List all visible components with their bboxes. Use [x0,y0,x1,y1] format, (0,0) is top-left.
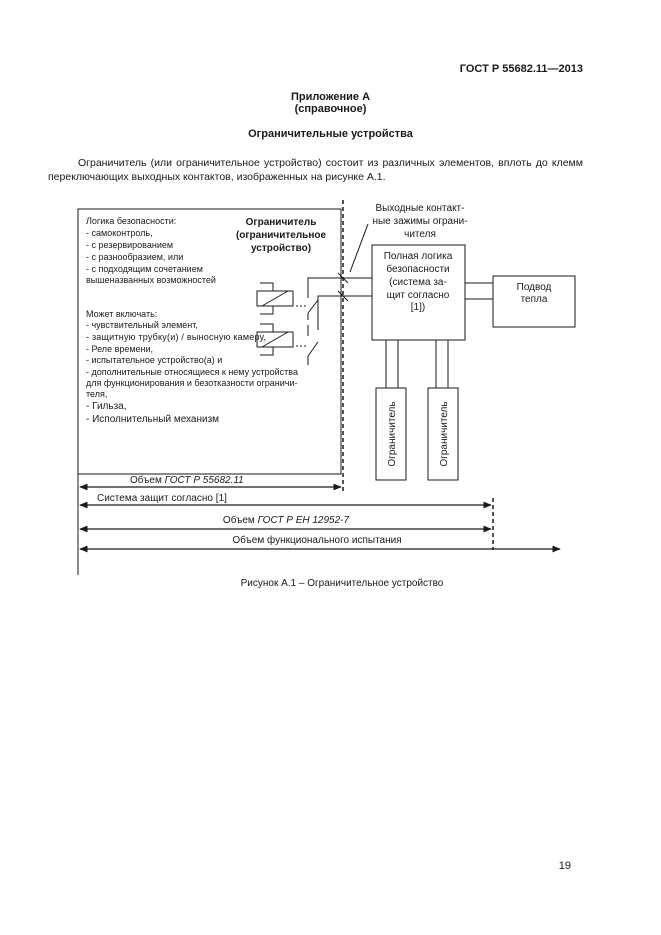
limiter-box-vertical-2 [427,387,459,481]
limiter-box-vertical-1 [375,387,407,481]
may-include-title: Может включать: [86,309,157,319]
intro-paragraph: Ограничитель (или ограничительное устрой… [48,157,583,183]
may-include-item: теля, [86,389,107,399]
contact-wire-upper [307,277,372,298]
may-include-item: для функционирования и безотказности огр… [86,378,298,388]
logic-item: - с разнообразием, или [86,252,183,262]
limiter-vertical-label-1: Ограничитель [387,401,398,466]
may-include-big-item: - Гильза, [86,401,127,412]
output-contacts-label: ные зажимы ограни- [372,216,467,227]
may-include-item: - испытательное устройство(а) и [86,355,222,365]
output-contacts-pointer [349,223,369,273]
heat-supply-box [492,275,576,328]
limiter-title: устройство) [251,243,311,254]
scope-label-2: Система защит согласно [1] [97,493,227,504]
relay-coil-upper [256,290,294,307]
appendix-subtitle: (справочное) [294,103,367,115]
relay-coil-lower [256,331,294,348]
output-contacts-label: Выходные контакт- [376,203,465,214]
full-logic-label: безопасности [386,263,449,275]
document-code: ГОСТ Р 55682.11—2013 [459,63,583,75]
logic-item: вышеназванных возможностей [86,275,216,285]
logic-item: - с резервированием [86,240,173,250]
full-logic-label: щит согласно [387,290,450,301]
scope-label-3: Объем ГОСТ Р ЕН 12952-7 [223,514,350,526]
may-include-big-item: - Исполнительный механизм [86,414,219,425]
page-number: 19 [558,860,571,872]
limiter-title: (ограничительное [236,230,327,241]
may-include-item: - чувствительный элемент, [86,320,198,330]
output-contacts-label: чителя [404,229,436,240]
full-logic-box [371,244,466,341]
may-include-item: - дополнительные относящиеся к нему устр… [86,367,298,377]
scope-label-4: Объем функционального испытания [232,534,401,546]
limiter-box [77,208,342,475]
full-logic-label: (система за- [389,277,447,288]
logic-title: Логика безопасности: [86,216,176,226]
logic-item: - самоконтроль, [86,228,153,238]
full-logic-label: Полная логика [384,251,453,262]
may-include-item: - Реле времени, [86,344,153,354]
limiter-title: Ограничитель [246,217,317,228]
heat-supply-label: тепла [521,294,548,305]
heat-supply-label: Подвод [517,282,552,293]
appendix-heading: Ограничительные устройства [248,128,413,140]
full-logic-label: [1]) [411,302,425,313]
appendix-title: Приложение А [290,91,371,103]
figure-caption: Рисунок А.1 – Ограничительное устройство [241,578,444,589]
scope-label-1: Объем ГОСТ Р 55682.11 [130,474,244,486]
may-include-item: - защитную трубку(и) / выносную камеру, [86,332,266,342]
limiter-vertical-label-2: Ограничитель [439,401,450,466]
logic-item: - с подходящим сочетанием [86,264,203,274]
